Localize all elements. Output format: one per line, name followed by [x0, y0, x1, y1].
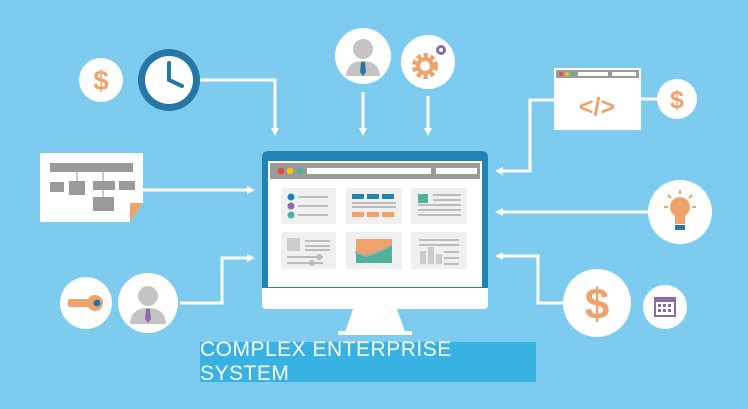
- dollar-symbol: $: [93, 65, 109, 96]
- arrow-code: [495, 98, 554, 175]
- connector-arrows: [142, 78, 657, 305]
- dollar-symbol: $: [585, 280, 609, 329]
- arrow-clock: [200, 78, 279, 136]
- gear-icon: [401, 35, 455, 89]
- dollar-icon: $: [563, 269, 631, 337]
- monitor-icon: [262, 151, 488, 335]
- user-icon: [335, 28, 391, 84]
- system-title-banner: COMPLEX ENTERPRISE SYSTEM: [200, 338, 536, 385]
- code-window-icon: </>: [554, 68, 641, 130]
- lightbulb-icon: [648, 180, 712, 244]
- arrow-cost: [495, 252, 563, 305]
- dollar-icon: $: [657, 79, 697, 119]
- wrench-icon: [60, 277, 112, 329]
- code-symbol: </>: [579, 93, 615, 121]
- dollar-icon: $: [79, 58, 123, 102]
- dollar-symbol: $: [670, 86, 684, 114]
- user-icon: [118, 273, 178, 333]
- arrow-support: [180, 254, 255, 305]
- clock-icon: [138, 49, 200, 111]
- flowchart-document-icon: [40, 153, 143, 222]
- calendar-icon: [643, 285, 687, 329]
